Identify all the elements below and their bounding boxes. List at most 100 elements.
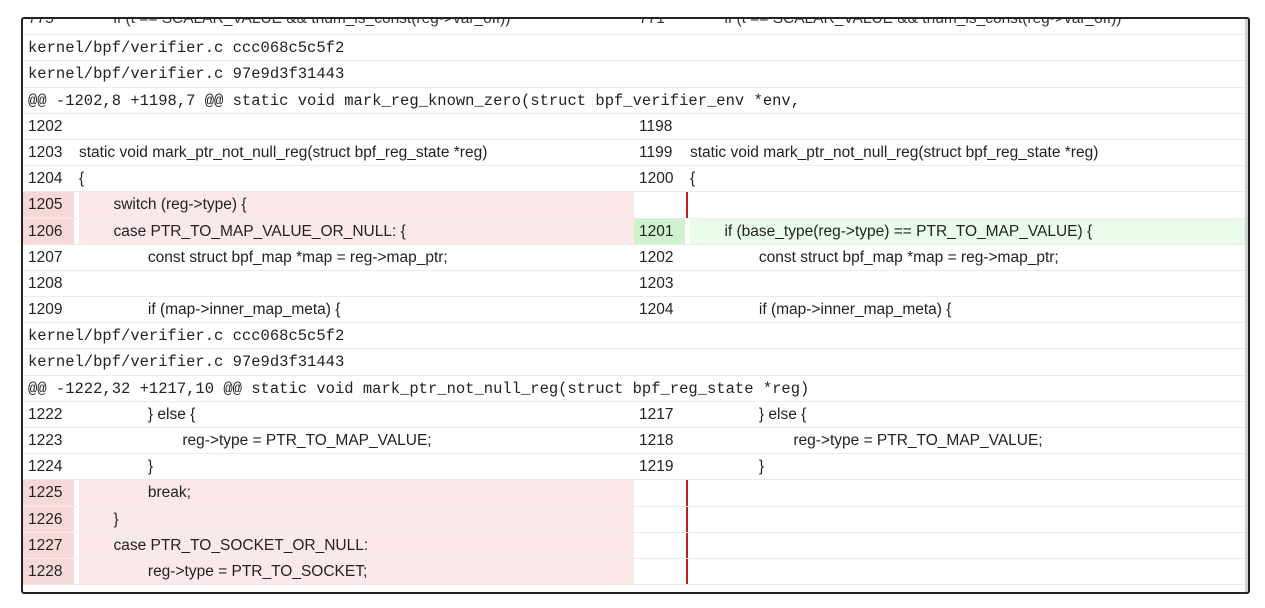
diff-row-deleted: 1228 reg->type = PTR_TO_SOCKET; bbox=[23, 558, 1245, 586]
gap-marker bbox=[686, 480, 688, 506]
right-cell-empty bbox=[634, 506, 1245, 532]
right-cell-empty bbox=[634, 558, 1245, 585]
left-cell: 1207 const struct bpf_map *map = reg->ma… bbox=[23, 245, 634, 270]
left-line-number: 1206 bbox=[23, 218, 74, 244]
left-cell: 1209 if (map->inner_map_meta) { bbox=[23, 297, 634, 322]
right-cell: 1199 static void mark_ptr_not_null_reg(st… bbox=[634, 140, 1245, 165]
right-line-number: 1219 bbox=[639, 458, 674, 476]
right-cell: 1204 if (map->inner_map_meta) { bbox=[634, 297, 1245, 322]
left-cell: 1208 bbox=[23, 271, 634, 296]
diff-row-deleted: 1226 } bbox=[23, 506, 1245, 533]
right-code: const struct bpf_map *map = reg->map_ptr… bbox=[690, 248, 1059, 266]
gap-marker bbox=[686, 558, 688, 585]
left-cell: 775 if (t == SCALAR_VALUE && tnum_is_con… bbox=[23, 17, 634, 34]
right-code: if (base_type(reg->type) == PTR_TO_MAP_V… bbox=[690, 218, 1245, 244]
diff-row-context: 1203 static void mark_ptr_not_null_reg(st… bbox=[23, 140, 1245, 167]
right-code bbox=[690, 114, 1245, 139]
left-line-number: 1227 bbox=[23, 532, 74, 558]
left-line-number: 1204 bbox=[28, 170, 63, 188]
left-line-number: 1207 bbox=[28, 248, 63, 266]
gap-marker bbox=[686, 192, 688, 218]
diff-row-context: 775 if (t == SCALAR_VALUE && tnum_is_con… bbox=[23, 17, 1245, 36]
diff-row-deleted: 1227 case PTR_TO_SOCKET_OR_NULL: bbox=[23, 532, 1245, 559]
right-code: reg->type = PTR_TO_MAP_VALUE; bbox=[690, 432, 1043, 449]
right-cell: 1217 } else { bbox=[634, 402, 1245, 427]
diff-row-context: 1202 1198 bbox=[23, 114, 1245, 140]
left-code: if (t == SCALAR_VALUE && tnum_is_const(r… bbox=[79, 17, 511, 27]
left-code: break; bbox=[79, 480, 634, 506]
left-line-number: 1203 bbox=[28, 143, 63, 161]
right-line-number: 1202 bbox=[639, 248, 674, 266]
file-label-left: kernel/bpf/verifier.c ccc068c5c5f2 bbox=[23, 35, 1245, 62]
left-cell-deleted: 1226 } bbox=[23, 506, 634, 532]
right-cell-added: 1201 if (base_type(reg->type) == PTR_TO_… bbox=[634, 218, 1245, 244]
gap-marker bbox=[686, 532, 688, 558]
left-line-number: 775 bbox=[28, 17, 54, 27]
right-code: if (t == SCALAR_VALUE && tnum_is_const(r… bbox=[690, 17, 1122, 27]
diff-row-context: 1209 if (map->inner_map_meta) { 1204 if … bbox=[23, 297, 1245, 324]
hunk-header[interactable]: @@ -1202,8 +1198,7 @@ static void mark_r… bbox=[23, 88, 1245, 114]
left-line-number: 1205 bbox=[23, 192, 74, 218]
diff-row-context: 1224 } 1219 } bbox=[23, 454, 1245, 481]
left-cell-deleted: 1225 break; bbox=[23, 480, 634, 506]
right-code: static void mark_ptr_not_null_reg(struct… bbox=[690, 143, 1099, 161]
left-code: switch (reg->type) { bbox=[79, 192, 634, 218]
right-cell-empty bbox=[634, 192, 1245, 218]
left-line-number: 1208 bbox=[28, 274, 63, 292]
diff-row-context: 1222 } else { 1217 } else { bbox=[23, 402, 1245, 428]
right-line-number: 1203 bbox=[639, 274, 674, 292]
left-code: static void mark_ptr_not_null_reg(struct… bbox=[79, 143, 488, 161]
left-cell: 1203 static void mark_ptr_not_null_reg(st… bbox=[23, 140, 634, 165]
diff-row-context: 1208 1203 bbox=[23, 271, 1245, 298]
right-line-number: 771 bbox=[639, 17, 665, 27]
right-code bbox=[690, 271, 1245, 296]
diff-row-changed: 1206 case PTR_TO_MAP_VALUE_OR_NULL: { 12… bbox=[23, 218, 1245, 245]
diff-rows: 775 if (t == SCALAR_VALUE && tnum_is_con… bbox=[23, 17, 1245, 586]
right-cell: 1203 bbox=[634, 271, 1245, 296]
left-code: reg->type = PTR_TO_SOCKET; bbox=[79, 558, 634, 585]
left-cell-deleted: 1206 case PTR_TO_MAP_VALUE_OR_NULL: { bbox=[23, 218, 634, 244]
right-code: } else { bbox=[690, 405, 807, 423]
diff-row-context: 1207 const struct bpf_map *map = reg->ma… bbox=[23, 245, 1245, 271]
left-code: const struct bpf_map *map = reg->map_ptr… bbox=[79, 248, 448, 266]
gap-marker bbox=[686, 506, 688, 532]
right-code: { bbox=[690, 170, 696, 188]
right-cell: 1219 } bbox=[634, 454, 1245, 479]
left-code: if (map->inner_map_meta) { bbox=[79, 301, 341, 319]
left-code: } bbox=[79, 458, 154, 476]
left-code: case PTR_TO_MAP_VALUE_OR_NULL: { bbox=[79, 218, 634, 244]
right-cell-empty bbox=[634, 532, 1245, 558]
file-label-left: kernel/bpf/verifier.c ccc068c5c5f2 bbox=[23, 323, 1245, 350]
file-label-right: kernel/bpf/verifier.c 97e9d3f31443 bbox=[23, 349, 1245, 376]
right-line-number: 1217 bbox=[639, 405, 674, 423]
left-line-number: 1225 bbox=[23, 480, 74, 506]
left-line-number: 1223 bbox=[28, 432, 63, 449]
diff-row-context: 1223 reg->type = PTR_TO_MAP_VALUE; 1218 … bbox=[23, 428, 1245, 455]
diff-row-deleted: 1225 break; bbox=[23, 480, 1245, 507]
left-code: } else { bbox=[79, 405, 196, 423]
left-line-number: 1224 bbox=[28, 458, 63, 476]
left-cell: 1224 } bbox=[23, 454, 634, 479]
left-code: case PTR_TO_SOCKET_OR_NULL: bbox=[79, 532, 634, 558]
left-cell-deleted: 1205 switch (reg->type) { bbox=[23, 192, 634, 218]
left-code bbox=[79, 114, 634, 139]
diff-row-context: 1204{ 1200{ bbox=[23, 166, 1245, 193]
right-line-number: 1199 bbox=[639, 143, 673, 161]
right-line-number: 1198 bbox=[639, 117, 673, 135]
left-cell: 1202 bbox=[23, 114, 634, 139]
right-line-number: 1218 bbox=[639, 432, 674, 449]
left-code: reg->type = PTR_TO_MAP_VALUE; bbox=[79, 432, 432, 449]
vertical-scrollbar[interactable] bbox=[1245, 19, 1248, 592]
hunk-header[interactable]: @@ -1222,32 +1217,10 @@ static void mark… bbox=[23, 376, 1245, 402]
right-line-number: 1201 bbox=[634, 218, 685, 244]
left-line-number: 1222 bbox=[28, 405, 63, 423]
left-cell: 1204{ bbox=[23, 166, 634, 191]
left-line-number: 1202 bbox=[28, 117, 63, 135]
left-cell: 1223 reg->type = PTR_TO_MAP_VALUE; bbox=[23, 428, 634, 453]
right-line-number: 1204 bbox=[639, 301, 674, 319]
file-label-right: kernel/bpf/verifier.c 97e9d3f31443 bbox=[23, 61, 1245, 88]
right-cell: 1200{ bbox=[634, 166, 1245, 191]
left-cell-deleted: 1227 case PTR_TO_SOCKET_OR_NULL: bbox=[23, 532, 634, 558]
left-code: } bbox=[79, 506, 634, 532]
diff-row-deleted: 1205 switch (reg->type) { bbox=[23, 192, 1245, 219]
